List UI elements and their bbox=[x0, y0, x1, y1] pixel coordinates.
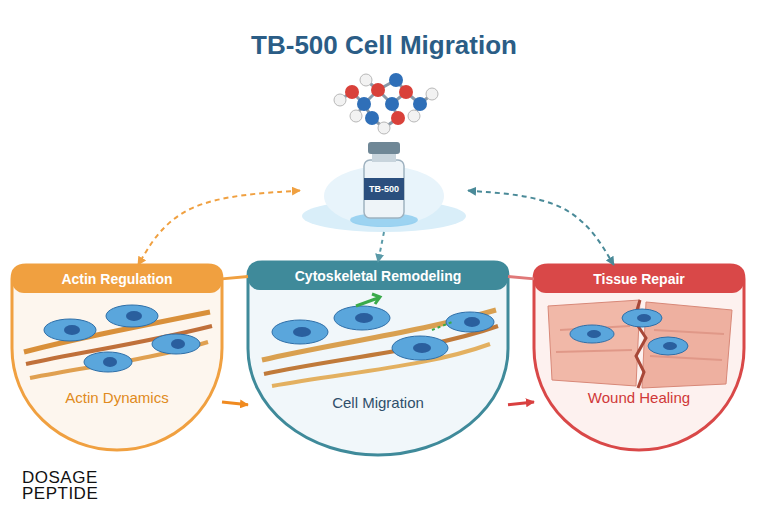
connector bbox=[378, 232, 384, 262]
atom bbox=[385, 97, 399, 111]
panel-caption: Wound Healing bbox=[544, 388, 734, 408]
atom bbox=[334, 94, 346, 106]
connector bbox=[468, 191, 614, 265]
atom bbox=[391, 111, 405, 125]
panel-heading: Tissue Repair bbox=[534, 265, 744, 293]
atom bbox=[408, 110, 420, 122]
panel-caption: Actin Dynamics bbox=[22, 388, 212, 408]
atom bbox=[371, 83, 385, 97]
connector bbox=[222, 402, 248, 405]
molecule bbox=[334, 73, 438, 134]
panel-outline bbox=[248, 262, 508, 455]
process-panel: Cytoskeletal RemodelingCell Migration bbox=[248, 262, 508, 455]
panel-banner bbox=[534, 265, 744, 293]
panel-caption: Cell Migration bbox=[258, 393, 498, 413]
atom bbox=[426, 88, 438, 100]
atom bbox=[350, 110, 362, 122]
title-underline bbox=[270, 69, 498, 71]
connector bbox=[222, 276, 248, 278]
panel-heading: Actin Regulation bbox=[12, 265, 222, 293]
atom bbox=[365, 111, 379, 125]
atom bbox=[399, 85, 413, 99]
molecule-bonds bbox=[340, 80, 432, 128]
atom bbox=[357, 97, 371, 111]
atom bbox=[413, 97, 427, 111]
atom bbox=[345, 85, 359, 99]
vial-label-text: TB-500 bbox=[364, 178, 404, 200]
panel-heading: Cytoskeletal Remodeling bbox=[248, 262, 508, 290]
connector bbox=[508, 276, 534, 278]
peptide-vial: TB-500 bbox=[300, 140, 468, 232]
diagram-title: TB-500 Cell Migration bbox=[0, 30, 768, 61]
connector bbox=[508, 402, 534, 405]
atom bbox=[389, 73, 403, 87]
watermark: DOSAGE PEPTIDE bbox=[22, 470, 112, 502]
panel-banner bbox=[248, 262, 508, 290]
vial-body bbox=[364, 160, 404, 218]
atom bbox=[360, 74, 372, 86]
process-panel: Tissue RepairWound Healing bbox=[534, 265, 744, 450]
node-shape bbox=[12, 265, 222, 450]
panel-outline bbox=[534, 265, 744, 450]
connector bbox=[138, 191, 300, 265]
atom bbox=[378, 122, 390, 134]
vial-cap bbox=[368, 142, 400, 154]
process-panel: Actin RegulationActin Dynamics bbox=[12, 265, 222, 450]
panel-outline bbox=[12, 265, 222, 450]
panel-banner bbox=[12, 265, 222, 293]
node-shape bbox=[534, 265, 744, 450]
node-shape bbox=[248, 262, 508, 455]
vial-label bbox=[364, 178, 404, 200]
